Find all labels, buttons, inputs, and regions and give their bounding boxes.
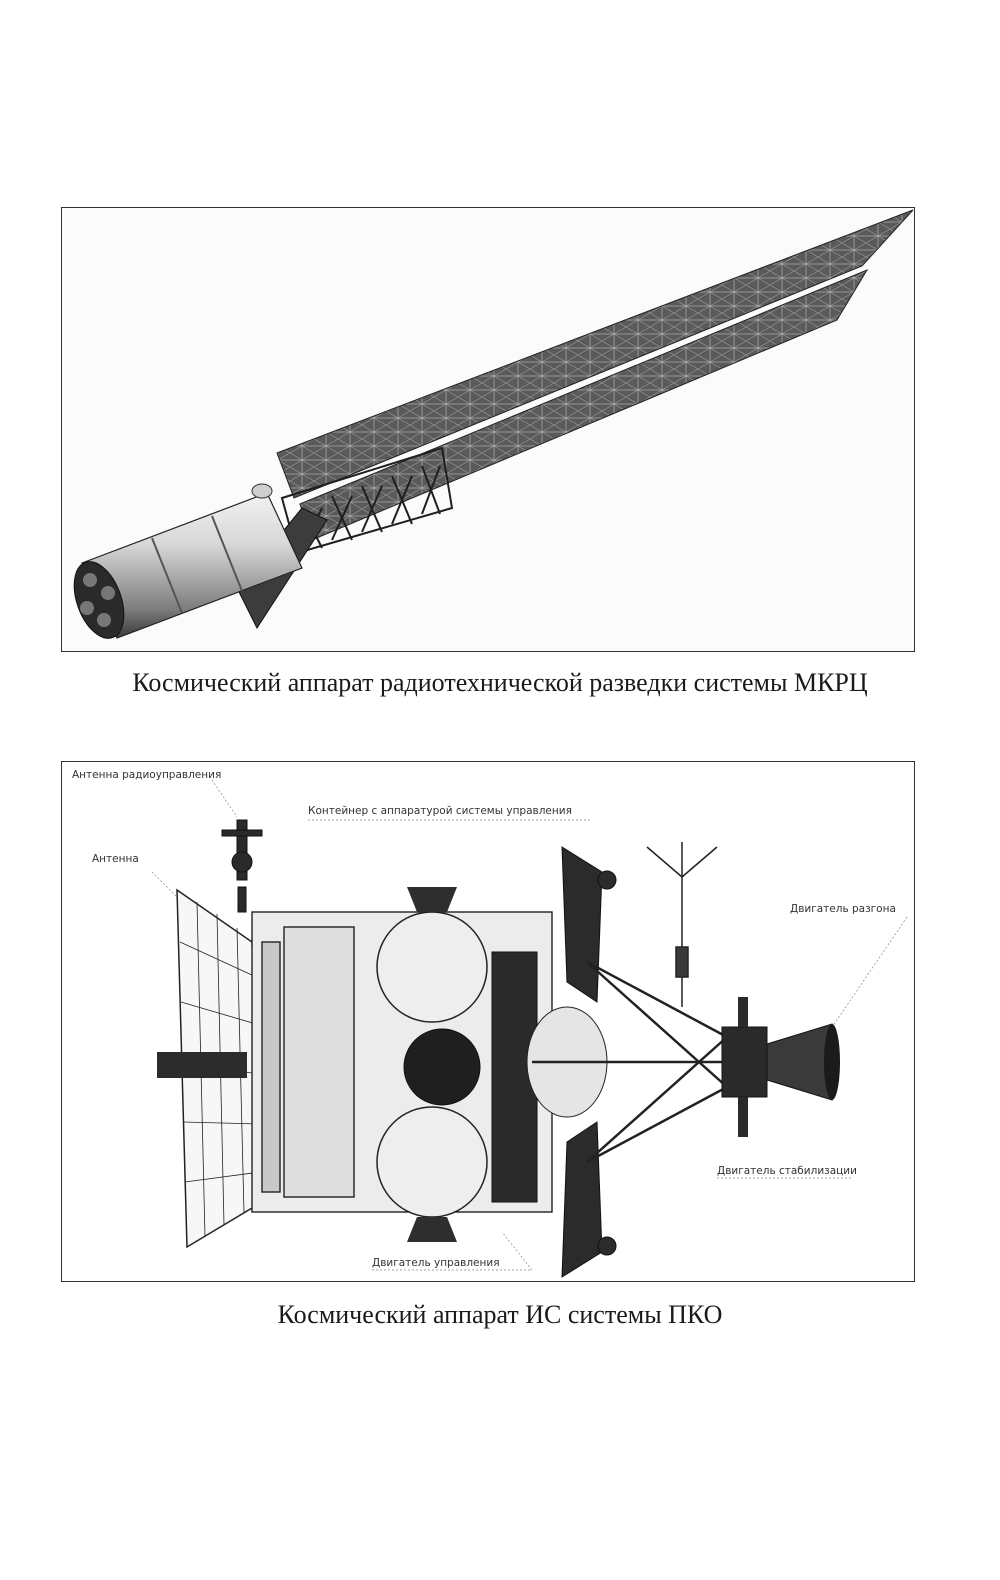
side-vanes	[561, 846, 617, 1278]
solar-panel-upper	[276, 209, 914, 499]
radio-antenna-mast	[221, 819, 263, 913]
leader-lines	[151, 779, 908, 1271]
callout-boost-engine: Двигатель разгона	[790, 903, 896, 915]
figure-is-pko-illustration: Антенна радиоуправления Контейнер с аппа…	[61, 761, 915, 1282]
figure-1-caption: Космический аппарат радиотехнической раз…	[132, 668, 868, 697]
whip-antenna	[646, 842, 718, 1007]
callout-stab-engine: Двигатель стабилизации	[717, 1165, 857, 1177]
propellant-tanks	[376, 887, 488, 1242]
is-pko-spacecraft-drawing: Антенна радиоуправления Контейнер с аппа…	[72, 769, 908, 1278]
spacecraft-body	[73, 483, 303, 639]
engine-truss	[532, 960, 728, 1164]
mkrc-spacecraft-drawing	[73, 209, 914, 639]
boost-engine	[721, 997, 840, 1137]
antenna-mount	[157, 1052, 247, 1078]
callout-control-engine: Двигатель управления	[372, 1257, 500, 1269]
callout-radio-antenna: Антенна радиоуправления	[72, 769, 221, 781]
figure-mkrc-illustration	[61, 207, 915, 652]
figure-2-caption: Космический аппарат ИС системы ПКО	[277, 1300, 723, 1329]
callout-antenna: Антенна	[92, 853, 139, 865]
solar-panel-lower	[299, 268, 869, 541]
callout-container: Контейнер с аппаратурой системы управлен…	[308, 805, 572, 817]
